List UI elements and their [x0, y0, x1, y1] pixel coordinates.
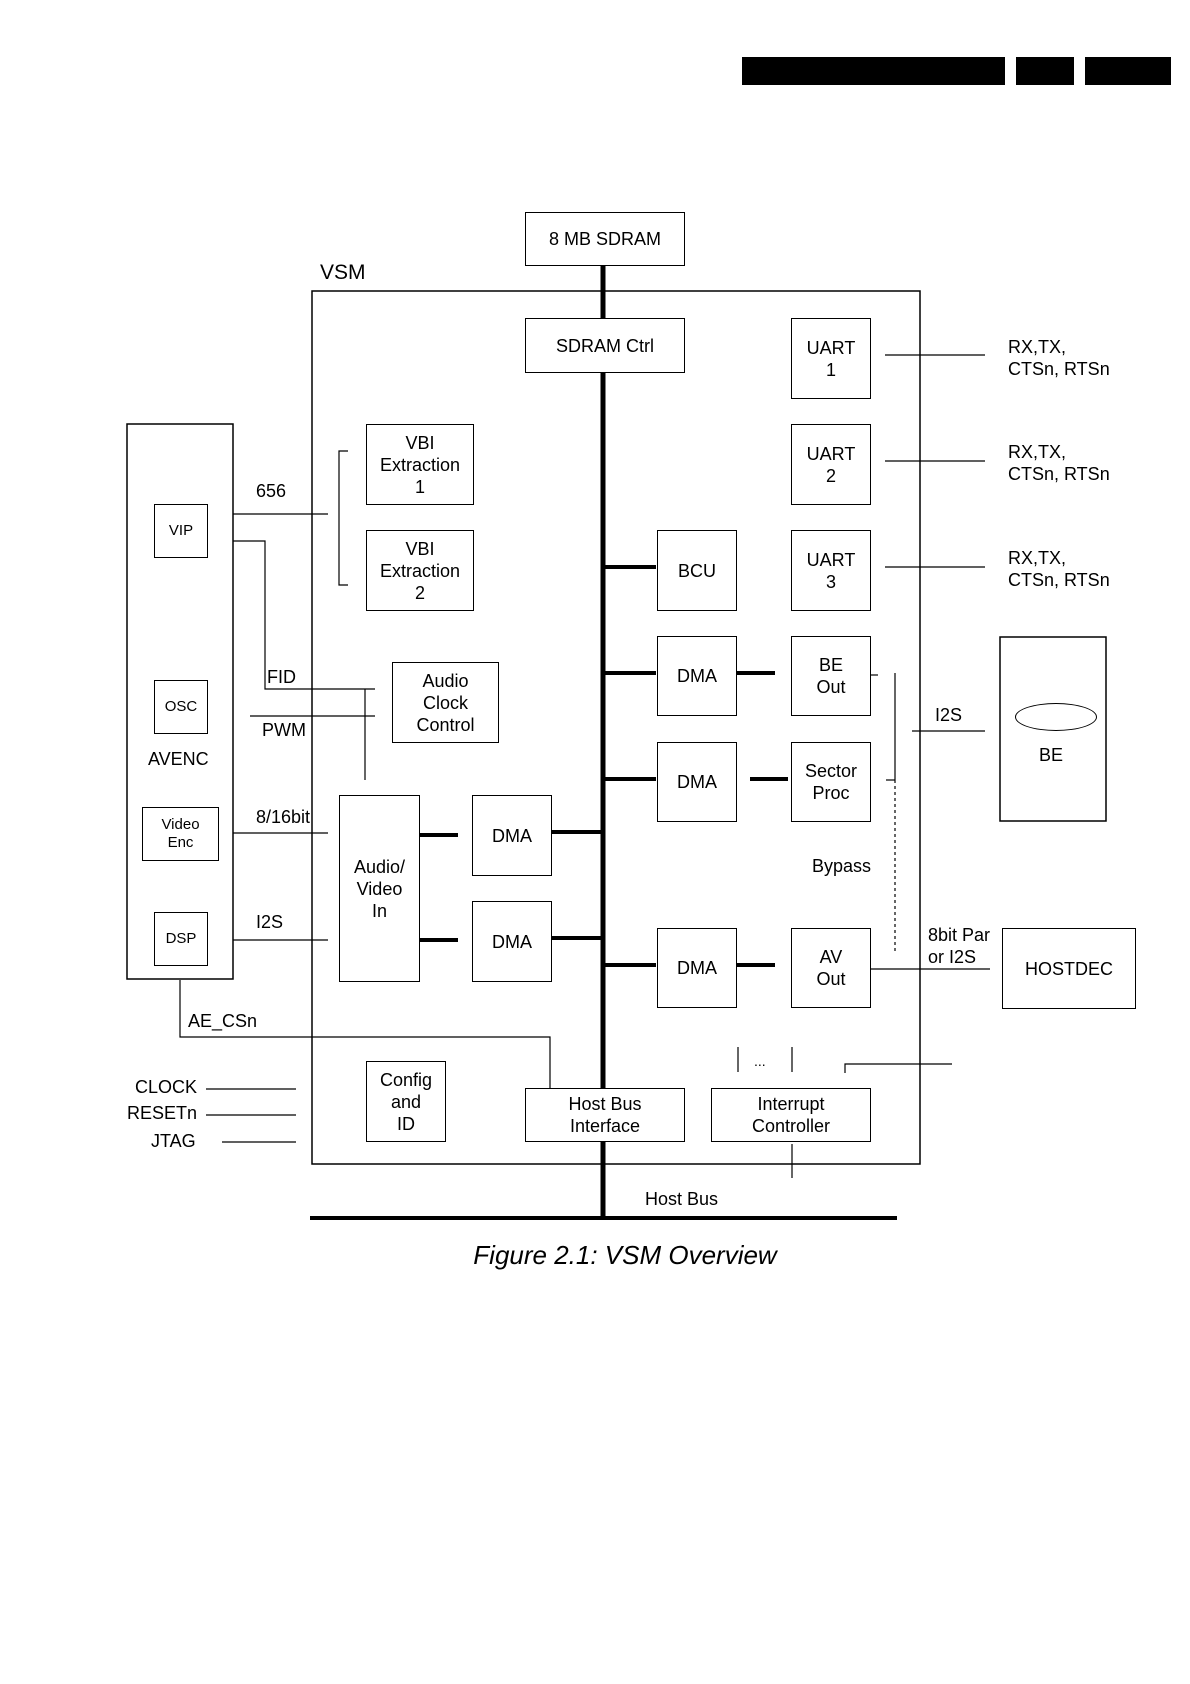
host-bus-label: Host Bus	[645, 1189, 719, 1209]
bypass-label: Bypass	[812, 856, 872, 876]
jtag-label: JTAG	[151, 1131, 196, 1151]
uart3-signals-label: RX,TX, CTSn, RTSn	[1008, 548, 1110, 590]
hostdec-block: HOSTDEC	[1002, 928, 1136, 1009]
host-bus-interface-block: Host Bus Interface	[525, 1088, 685, 1142]
osc-block: OSC	[154, 680, 208, 734]
ae-csn-label: AE_CSn	[188, 1011, 258, 1031]
uart1-signals-label: RX,TX, CTSn, RTSn	[1008, 337, 1110, 379]
sdram-block: 8 MB SDRAM	[525, 212, 685, 266]
avenc-boundary	[126, 423, 234, 980]
i2s-right-label: I2S	[935, 705, 963, 725]
dma-sector-block: DMA	[657, 742, 737, 822]
vbi-extraction-1-block: VBI Extraction 1	[366, 424, 474, 505]
be-boundary	[999, 636, 1107, 822]
dma-av-block: DMA	[657, 928, 737, 1008]
figure-caption: Figure 2.1: VSM Overview	[473, 1240, 777, 1270]
be-disc-icon	[1015, 703, 1097, 731]
dma-in-1-block: DMA	[472, 795, 552, 876]
bcu-block: BCU	[657, 530, 737, 611]
i2s-left-label: I2S	[256, 912, 284, 932]
vbi-extraction-2-block: VBI Extraction 2	[366, 530, 474, 611]
audio-video-in-block: Audio/ Video In	[339, 795, 420, 982]
vsm-label: VSM	[320, 261, 366, 284]
resetn-label: RESETn	[127, 1103, 198, 1123]
fid-label: FID	[267, 667, 296, 687]
header-bar-2	[1016, 57, 1074, 85]
vsm-boundary	[311, 290, 921, 1165]
dsp-block: DSP	[154, 912, 208, 966]
header-bar-1	[742, 57, 1005, 85]
bit-width-label: 8/16bit	[256, 807, 311, 827]
uart2-block: UART 2	[791, 424, 871, 505]
video-enc-block: Video Enc	[142, 807, 219, 861]
sdram-ctrl-block: SDRAM Ctrl	[525, 318, 685, 373]
parallel-bus-label: 8bit Par or I2S	[928, 925, 991, 967]
be-out-block: BE Out	[791, 636, 871, 716]
clock-label: CLOCK	[135, 1077, 198, 1097]
header-bar-3	[1085, 57, 1171, 85]
audio-clock-control-block: Audio Clock Control	[392, 662, 499, 743]
avenc-label: AVENC	[148, 749, 209, 769]
sector-proc-block: Sector Proc	[791, 742, 871, 822]
uart3-block: UART 3	[791, 530, 871, 611]
uart2-signals-label: RX,TX, CTSn, RTSn	[1008, 442, 1110, 484]
uart1-block: UART 1	[791, 318, 871, 399]
vip-block: VIP	[154, 504, 208, 558]
dma-be-block: DMA	[657, 636, 737, 716]
signal-656-label: 656	[256, 481, 287, 501]
be-label: BE	[1039, 745, 1064, 765]
av-out-block: AV Out	[791, 928, 871, 1008]
dma-in-2-block: DMA	[472, 901, 552, 982]
interrupt-controller-block: Interrupt Controller	[711, 1088, 871, 1142]
pwm-label: PWM	[262, 720, 306, 740]
config-id-block: Config and ID	[366, 1061, 446, 1142]
interrupt-dots-label: ...	[754, 1053, 766, 1069]
